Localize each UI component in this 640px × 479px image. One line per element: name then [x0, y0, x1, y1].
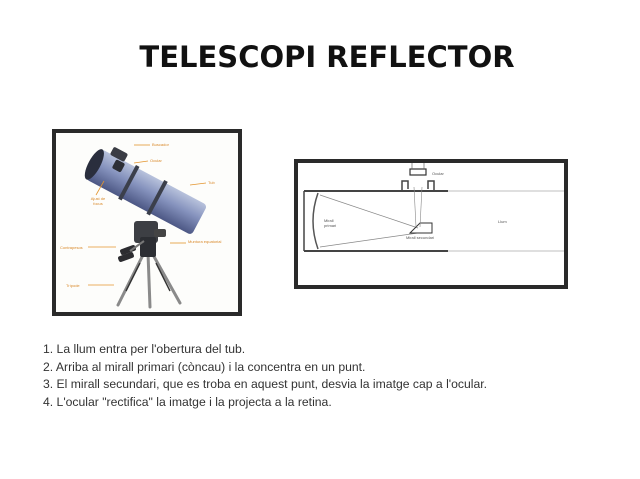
label-secondary-mirror: Mirall secundari — [406, 235, 435, 240]
label-primary-mirror: Mirall primari — [324, 218, 337, 228]
step-item: 3. El mirall secundari, que es troba en … — [43, 377, 488, 391]
telescope-photo: Buscador Ocular Tub Ajust de focus Contr… — [52, 129, 242, 316]
label-eyepiece: Ocular — [150, 158, 162, 163]
label-light: Llum — [498, 219, 507, 224]
newtonian-schematic — [303, 163, 564, 252]
reflector-telescope-illustration — [84, 144, 207, 309]
label-focus: Ajust de focus — [90, 196, 106, 206]
label-counterweights: Contrapesos — [60, 245, 83, 250]
label-finder: Buscador — [152, 142, 169, 147]
label-tripod: Trípode — [66, 283, 80, 288]
label-mount: Muntura equatorial — [188, 239, 222, 244]
steps-list: 1. La llum entra per l'obertura del tub.… — [43, 341, 487, 411]
label-tube: Tub — [208, 180, 215, 185]
step-item: 2. Arriba al mirall primari (còncau) i l… — [43, 359, 366, 374]
reflector-diagram: Mirall primari Ocular Mirall secundari L… — [294, 159, 568, 289]
label-diagram-eyepiece: Ocular — [432, 171, 444, 176]
step-item: 1. La llum entra per l'obertura del tub. — [43, 342, 246, 356]
slide-title: TELESCOPI REFLECTOR — [139, 40, 515, 74]
step-item: 4. L'ocular "rectifica" la imatge i la p… — [43, 394, 332, 409]
